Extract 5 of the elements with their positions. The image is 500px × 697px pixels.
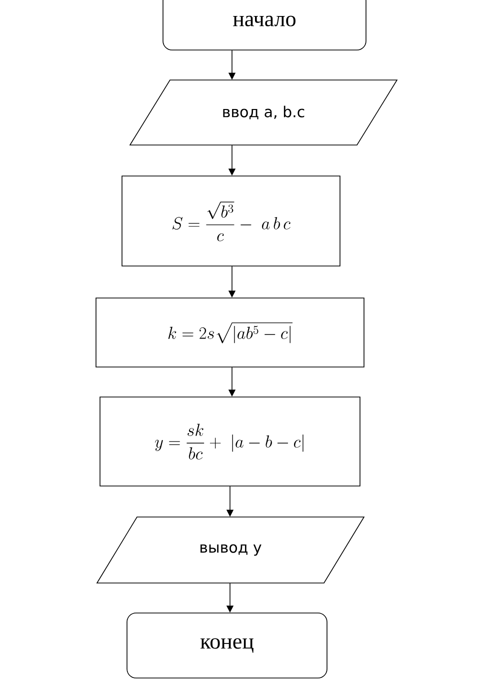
process-box: $k=2s\sqrt{|ab^5-c|}$ <box>96 298 364 368</box>
process-box: $y=\frac{sk}{bc}+\;|a-b-c|$ <box>100 396 360 486</box>
terminal-box: конец <box>126 612 328 678</box>
process-box: $S=\frac{\sqrt{b^3}}{c}-\;a\,b\,c$ <box>122 176 340 266</box>
terminal-box: начало <box>162 0 366 50</box>
